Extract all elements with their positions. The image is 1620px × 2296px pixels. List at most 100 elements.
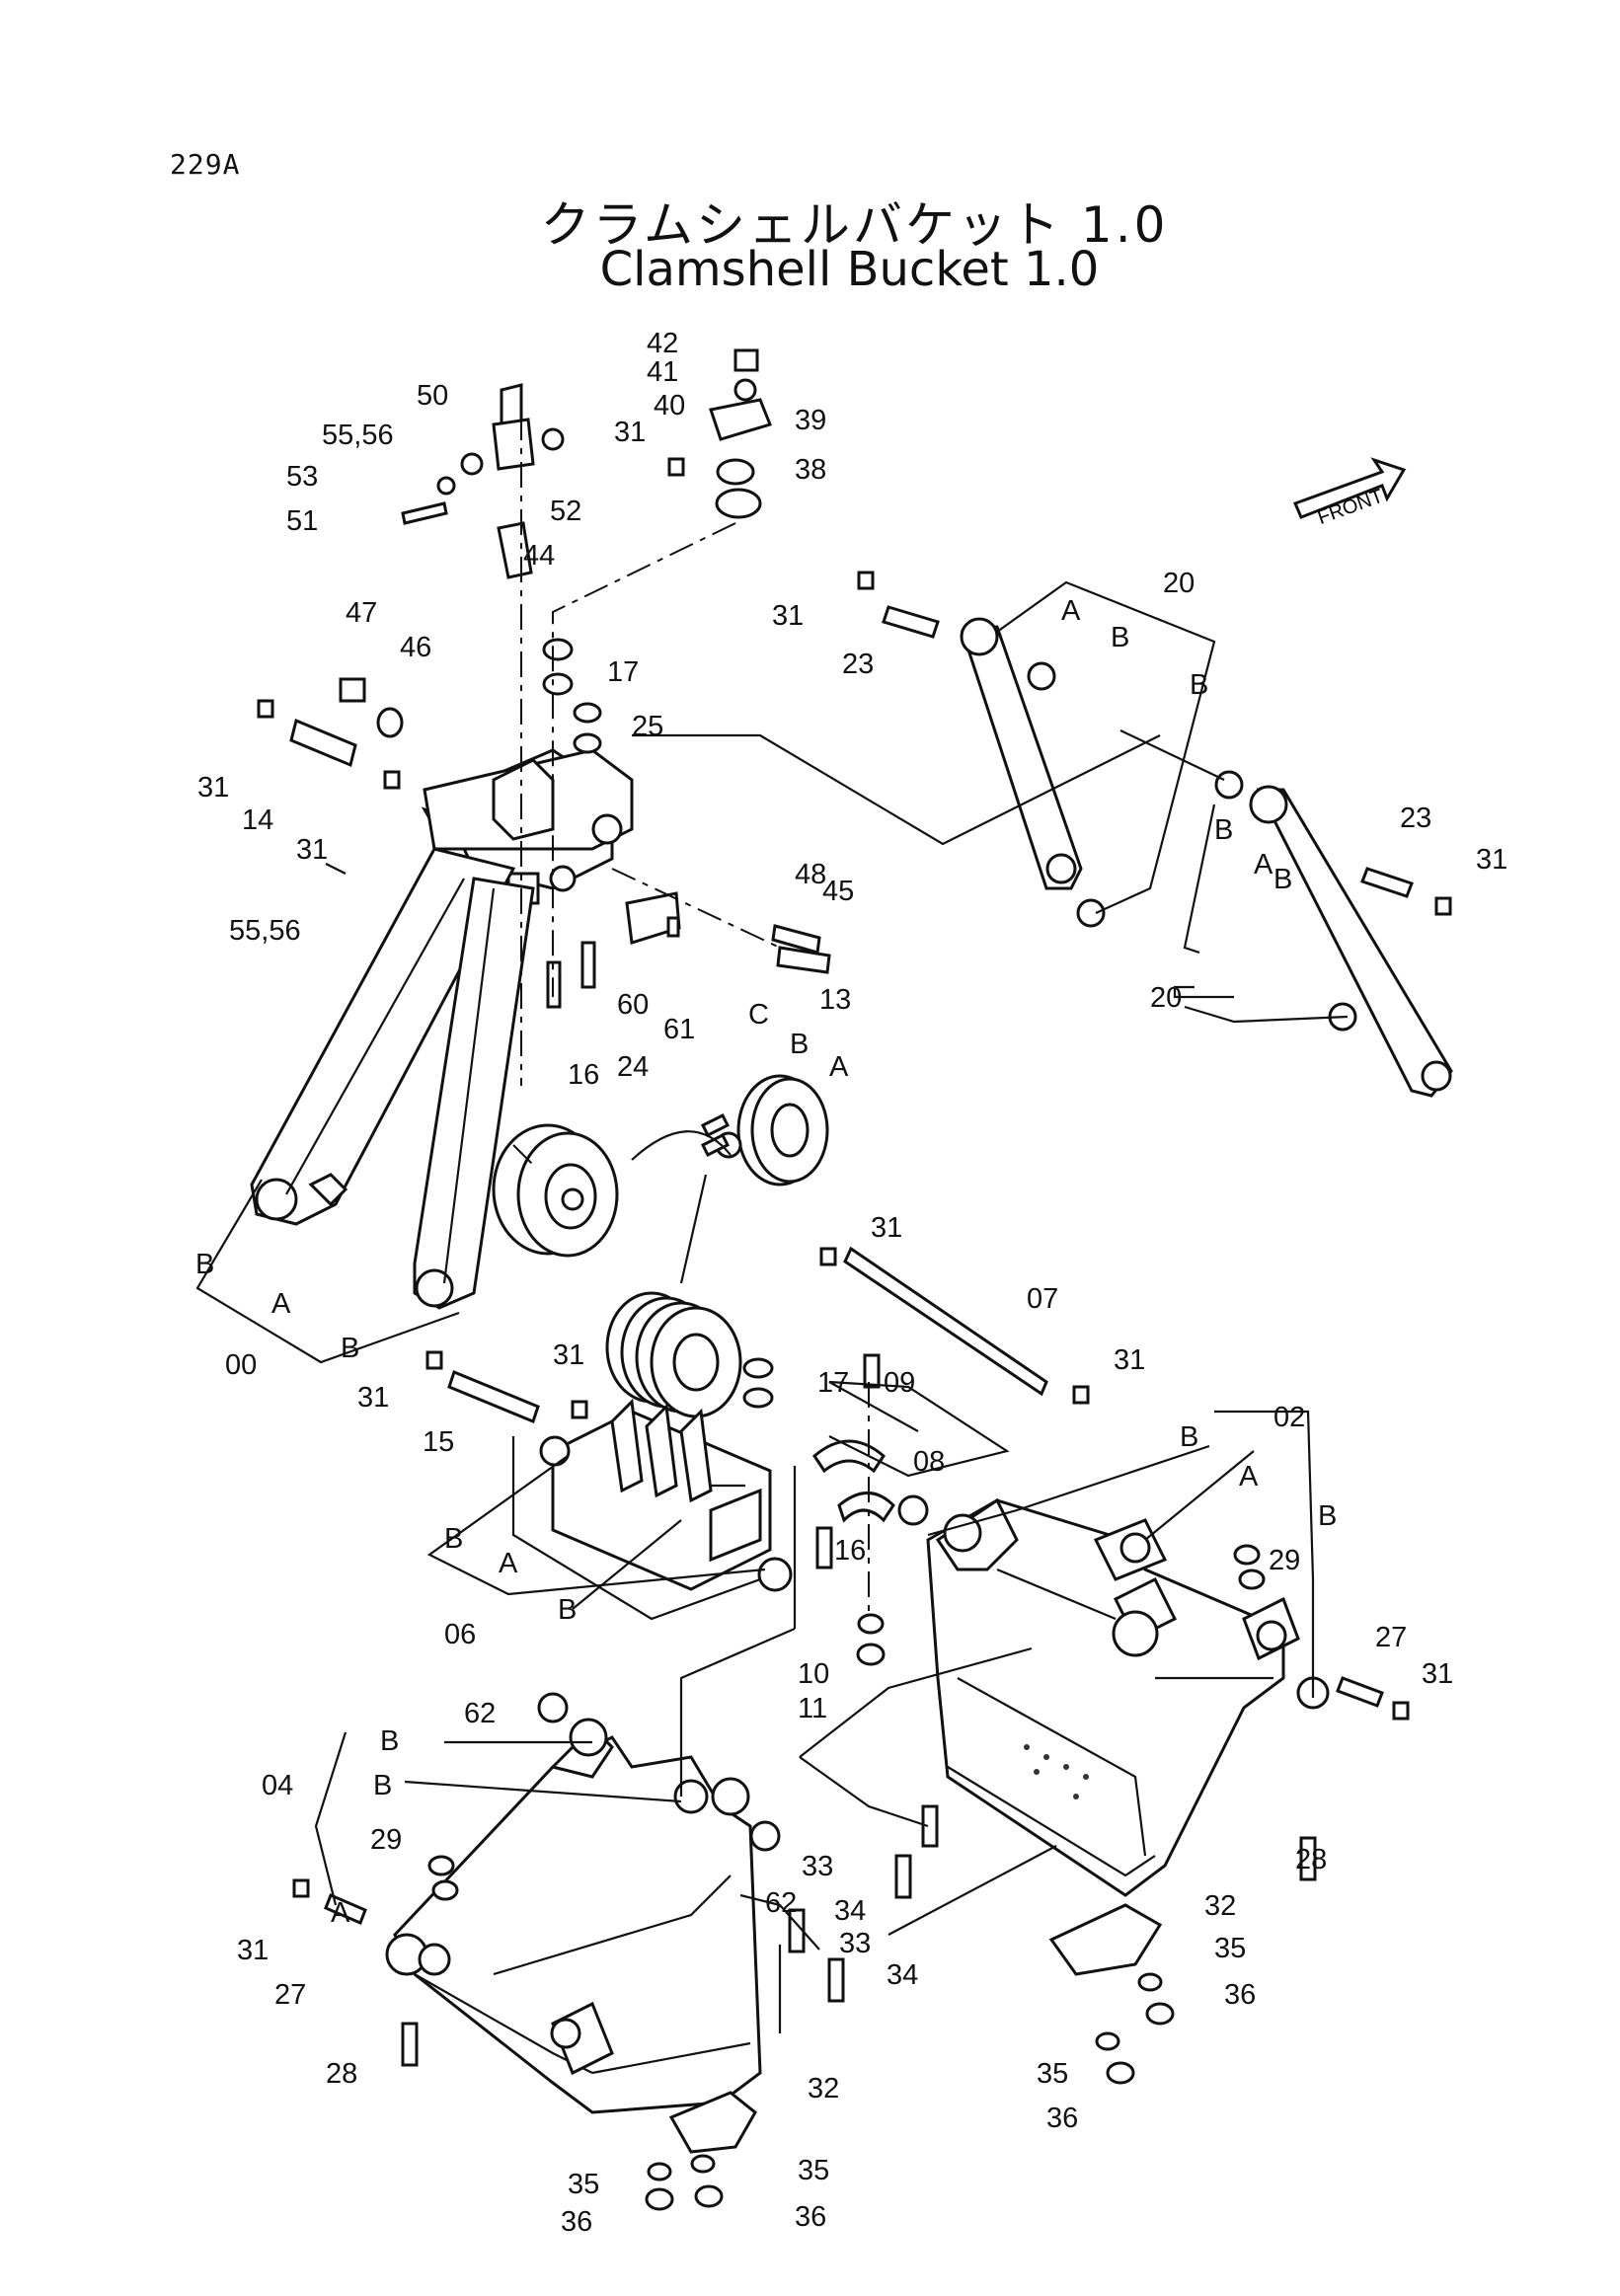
bushing-letter: B bbox=[1190, 669, 1208, 701]
sheave-13 bbox=[700, 1074, 829, 1186]
part-callout: 44 bbox=[523, 540, 555, 572]
bucket-shell-left bbox=[385, 1718, 762, 2114]
part-callout: 47 bbox=[346, 597, 377, 629]
bushing-letter: A bbox=[1239, 1461, 1259, 1492]
part-callout: 31 bbox=[1476, 844, 1507, 876]
bucket-shell-right bbox=[926, 1497, 1330, 1897]
part-callout: 29 bbox=[370, 1824, 402, 1856]
part-callout: 40 bbox=[654, 390, 685, 421]
part-callout: 60 bbox=[617, 989, 649, 1021]
part-callout: 62 bbox=[464, 1698, 496, 1729]
part-callout: 46 bbox=[400, 632, 431, 663]
center-hardware bbox=[742, 1353, 929, 1666]
part-callout: 20 bbox=[1163, 568, 1195, 599]
part-callout: 45 bbox=[822, 876, 854, 907]
bushing-letter: A bbox=[1254, 849, 1273, 880]
part-callout: 50 bbox=[417, 380, 448, 412]
part-callout: 16 bbox=[568, 1059, 599, 1091]
part-callout: 33 bbox=[802, 1851, 833, 1882]
bracket-lines bbox=[195, 580, 1349, 2033]
bushing-letter: A bbox=[1061, 595, 1081, 627]
bushing-letter: B bbox=[1318, 1500, 1337, 1532]
part-callout: 32 bbox=[1204, 1890, 1236, 1922]
part-callout: 61 bbox=[663, 1014, 695, 1045]
part-callout: 55,56 bbox=[322, 420, 394, 451]
part-callout: 31 bbox=[357, 1382, 389, 1414]
part-callout: 16 bbox=[834, 1535, 866, 1567]
part-callout: 27 bbox=[274, 1979, 306, 2011]
part-callout: 35 bbox=[1214, 1933, 1246, 1964]
tooth-left bbox=[668, 2091, 757, 2154]
part-callout: 23 bbox=[1400, 803, 1431, 834]
bushing-letter: B bbox=[195, 1249, 214, 1280]
part-callout: 35 bbox=[568, 2169, 599, 2200]
part-callout: 51 bbox=[286, 505, 318, 537]
bushing-letter: B bbox=[1214, 814, 1233, 846]
grease-fittings bbox=[257, 457, 1452, 1898]
part-callout: 36 bbox=[1224, 1979, 1256, 2011]
bushing-letter: B bbox=[1111, 622, 1129, 653]
part-callout: 28 bbox=[326, 2058, 357, 2090]
lower-block-06 bbox=[539, 1398, 793, 1592]
tooth-hardware bbox=[645, 1972, 1175, 2211]
part-callout: 36 bbox=[561, 2206, 592, 2238]
part-callout: 10 bbox=[798, 1658, 829, 1690]
frame-00 bbox=[250, 847, 535, 1310]
part-callout: 31 bbox=[871, 1212, 902, 1244]
head-housing bbox=[421, 748, 634, 905]
part-callout: 52 bbox=[550, 496, 581, 527]
link-arm-lower bbox=[1214, 770, 1453, 1098]
part-callout: 36 bbox=[1046, 2103, 1078, 2134]
bushing-letter: B bbox=[373, 1770, 392, 1801]
part-callout: 34 bbox=[887, 1959, 918, 1991]
sheave-left bbox=[492, 1123, 619, 1258]
bushing-letter: A bbox=[331, 1897, 350, 1929]
part-callout: 15 bbox=[423, 1426, 454, 1458]
part-callout: 29 bbox=[1269, 1545, 1300, 1576]
part-callout: 11 bbox=[798, 1693, 827, 1724]
part-callout: 62 bbox=[765, 1887, 797, 1919]
part-callout: 31 bbox=[1422, 1658, 1453, 1690]
part-callout: 13 bbox=[819, 984, 851, 1016]
part-callout: 04 bbox=[262, 1770, 293, 1801]
part-callout: 08 bbox=[913, 1446, 945, 1478]
part-callout: 27 bbox=[1375, 1622, 1407, 1653]
page-code: 229A bbox=[170, 148, 241, 181]
bushing-letter: B bbox=[380, 1725, 399, 1757]
part-callout: 41 bbox=[647, 356, 678, 388]
part-callout: 34 bbox=[834, 1895, 866, 1927]
part-callout: 31 bbox=[237, 1935, 269, 1966]
part-callout: 55,56 bbox=[229, 915, 301, 947]
bushing-letter: A bbox=[829, 1051, 849, 1083]
link-arm-upper bbox=[960, 617, 1106, 928]
part-callout: 38 bbox=[795, 454, 826, 486]
bushing-letter: B bbox=[558, 1594, 577, 1626]
part-callout: 31 bbox=[296, 834, 328, 866]
part-callout: 32 bbox=[808, 2073, 839, 2105]
part-callout: 28 bbox=[1295, 1844, 1327, 1875]
title-english: Clamshell Bucket 1.0 bbox=[599, 242, 1100, 297]
tooth-right bbox=[1048, 1903, 1163, 1976]
part-callout: 17 bbox=[817, 1367, 849, 1399]
bushing-letter: B bbox=[790, 1029, 809, 1060]
bushing-letter: B bbox=[341, 1333, 359, 1364]
part-callout: 20 bbox=[1150, 982, 1182, 1014]
part-callout: 24 bbox=[617, 1051, 649, 1083]
part-callout: 07 bbox=[1027, 1283, 1058, 1315]
part-callout: 31 bbox=[772, 600, 804, 632]
part-callout: 31 bbox=[1114, 1344, 1145, 1376]
part-callout: 33 bbox=[839, 1928, 871, 1959]
bushing-letter: B bbox=[1180, 1421, 1198, 1453]
part-callout: 48 bbox=[795, 859, 826, 890]
part-callout: 35 bbox=[1037, 2058, 1068, 2090]
bushing-letter: A bbox=[499, 1548, 518, 1579]
center-lines bbox=[512, 415, 870, 1619]
bolts bbox=[401, 1544, 1317, 2067]
part-callout: 53 bbox=[286, 461, 318, 493]
sheave-pack bbox=[605, 1291, 742, 1418]
swivel-top bbox=[709, 348, 773, 519]
part-callout: 00 bbox=[225, 1349, 257, 1381]
part-callout: 06 bbox=[444, 1619, 476, 1650]
